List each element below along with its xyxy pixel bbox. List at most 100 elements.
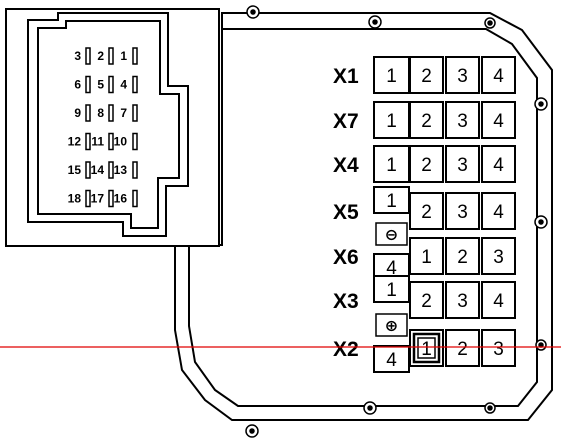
terminal-number: 4 — [493, 111, 504, 132]
terminal: 2 — [409, 281, 444, 319]
terminal: 4 — [481, 192, 516, 230]
connector-pin: 12 — [68, 132, 91, 151]
terminal: 1 — [409, 237, 444, 275]
terminal: 1 — [409, 329, 444, 367]
row-label: X7 — [333, 110, 359, 133]
terminal: 3 — [445, 101, 480, 139]
terminal: 4 — [481, 56, 516, 94]
pin-slot — [85, 132, 91, 151]
terminal: 1 — [373, 145, 410, 183]
row-label: X6 — [333, 246, 359, 269]
pin-number: 18 — [68, 192, 82, 206]
connector-pin: 16 — [114, 189, 138, 208]
pin-number: 11 — [91, 135, 104, 149]
connector-pin: 6 — [74, 75, 91, 94]
terminal: 3 — [445, 56, 480, 94]
row-label: X2 — [333, 338, 359, 361]
terminal-number: 2 — [457, 247, 468, 268]
mounting-hole-icon — [535, 339, 547, 351]
pin-number: 16 — [114, 192, 128, 206]
connector-pin: 15 — [68, 161, 91, 179]
pin-slot — [85, 104, 91, 122]
mounting-hole-icon — [363, 401, 377, 415]
terminal-number: 1 — [386, 111, 397, 132]
pin-slot — [108, 189, 114, 208]
connector-pin: 5 — [97, 75, 114, 94]
pin-number: 12 — [68, 135, 82, 149]
polarity-symbols: ⊖ ⊕ — [375, 222, 408, 337]
terminal-number: 1 — [386, 66, 397, 87]
terminal: 1 — [373, 186, 410, 214]
terminal-number: 2 — [421, 291, 432, 312]
mounting-hole-icon — [245, 424, 259, 438]
terminal: 4 — [373, 345, 410, 373]
terminal-number: 3 — [493, 339, 504, 360]
pin-number: 3 — [74, 49, 81, 63]
pin-slot — [108, 47, 114, 65]
mounting-hole-icon — [484, 402, 496, 414]
pin-number: 4 — [120, 78, 127, 92]
connector-pin: 17 — [91, 189, 114, 208]
plus-icon: ⊕ — [385, 318, 398, 335]
connector-pin: 8 — [97, 104, 114, 122]
terminal-number: 1 — [386, 155, 397, 176]
terminal-number: 4 — [493, 155, 504, 176]
pin-slot — [108, 104, 114, 122]
pin-slot — [132, 161, 138, 179]
terminal-number: 3 — [457, 111, 468, 132]
terminal: 2 — [409, 192, 444, 230]
mounting-hole-icon — [534, 215, 548, 229]
terminal: 4 — [481, 145, 516, 183]
pin-slot — [108, 132, 114, 151]
terminal: 2 — [445, 329, 480, 367]
pin-number: 6 — [74, 78, 81, 92]
connector-pin: 7 — [120, 104, 138, 122]
terminal: 3 — [481, 329, 516, 367]
terminal-number: 4 — [493, 66, 504, 87]
mounting-hole-icon — [368, 15, 382, 29]
terminal: 4 — [481, 281, 516, 319]
pin-slot — [85, 161, 91, 179]
pin-number: 10 — [114, 135, 128, 149]
pin-number: 14 — [91, 163, 105, 177]
terminal-number: 2 — [421, 66, 432, 87]
connector-pin: 13 — [114, 161, 138, 179]
terminal: 2 — [409, 145, 444, 183]
terminal-number: 2 — [421, 202, 432, 223]
connector-pin: 18 — [68, 189, 91, 208]
mounting-hole-icon — [246, 5, 260, 19]
pin-slot — [132, 47, 138, 65]
row-label: X3 — [333, 290, 359, 313]
terminal-number: 2 — [421, 155, 432, 176]
pin-number: 13 — [114, 163, 128, 177]
terminal-number: 1 — [386, 191, 397, 212]
terminal-number: 4 — [493, 202, 504, 223]
housing-inner-wall — [188, 28, 538, 407]
pin-number: 17 — [91, 192, 105, 206]
terminal-number: 1 — [386, 280, 397, 301]
terminal-number: 3 — [457, 66, 468, 87]
pin-slot — [85, 47, 91, 65]
pin-slot — [108, 75, 114, 94]
pin-slot — [132, 189, 138, 208]
terminal: 2 — [409, 101, 444, 139]
minus-icon: ⊖ — [385, 227, 398, 244]
terminal: 3 — [481, 237, 516, 275]
terminal: 3 — [445, 145, 480, 183]
pin-slot — [85, 189, 91, 208]
pin-slot — [108, 161, 114, 179]
terminal-number: 4 — [386, 350, 397, 371]
pin-number: 15 — [68, 163, 82, 177]
connector-pin: 10 — [114, 132, 138, 151]
pin-slot — [132, 132, 138, 151]
connector-outline-outer — [27, 12, 189, 237]
terminal: 2 — [409, 56, 444, 94]
connector-pin: 4 — [120, 75, 138, 94]
terminal: 3 — [445, 192, 480, 230]
